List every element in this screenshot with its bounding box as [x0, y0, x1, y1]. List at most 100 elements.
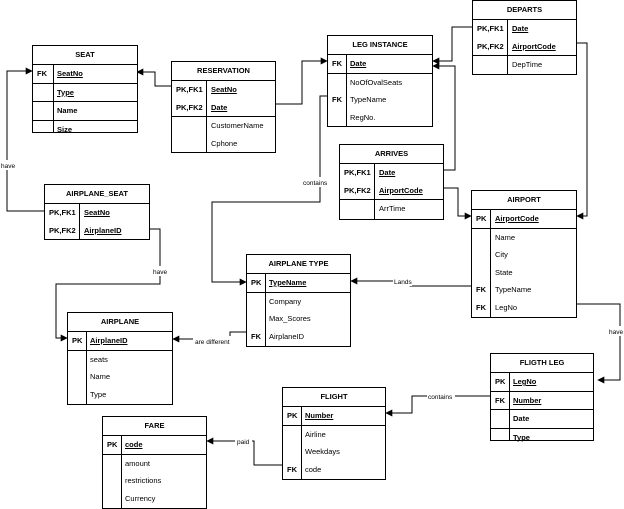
label-lands: Lands [394, 279, 412, 286]
field-airplaneid: AirplaneID [269, 331, 305, 341]
key-label: PK,FK1 [477, 24, 504, 33]
key-label: FK [37, 69, 47, 78]
entity-title: DEPARTS [473, 1, 576, 20]
label-have-1: have [1, 163, 15, 170]
field-airportcode: AirportCode [512, 41, 556, 51]
key-label: PK [287, 411, 298, 420]
field-seatno: SeatNo [57, 69, 83, 78]
field-date: Date [211, 102, 228, 112]
key-label: FK [251, 331, 261, 341]
field-airplaneid: AirplaneID [90, 336, 128, 345]
label-have-2: have [153, 269, 167, 276]
field-type: Type [57, 87, 74, 97]
field-deptime: DepTime [512, 60, 543, 69]
label-contains-1: contains [303, 180, 328, 187]
field-city: City [495, 250, 508, 259]
connector-flight-fare [206, 437, 282, 466]
connector-arrives-airport [444, 187, 472, 220]
field-seats: seats [90, 354, 108, 364]
entity-title: AIRPLANE_SEAT [45, 185, 149, 204]
field-date: Date [350, 59, 367, 68]
field-size: Size [57, 124, 73, 134]
key-label: PK,FK1 [176, 85, 203, 94]
key-label: FK [287, 464, 297, 474]
field-state: State [495, 267, 513, 277]
entity-title: FLIGTH LEG [491, 354, 593, 373]
key-label: PK [72, 336, 83, 345]
connector-departs-leg-instance [432, 26, 472, 65]
entity-seat[interactable]: SEAT FK SeatNo Type Name Size [32, 45, 138, 134]
field-name: Name [495, 232, 516, 242]
field-noofovalseats: NoOfOvalSeats [350, 77, 403, 87]
entity-leg-instance[interactable]: LEG INSTANCE FK Date NoOfOvalSeats FK Type… [327, 35, 433, 127]
field-typename: TypeName [269, 278, 307, 287]
key-label: PK,FK2 [176, 102, 203, 112]
key-label: FK [476, 285, 486, 294]
key-label: FK [332, 59, 342, 68]
field-type: Type [90, 389, 107, 399]
entity-title: ARRIVES [340, 145, 443, 164]
field-typename: TypeName [350, 95, 387, 104]
entity-title: LEG INSTANCE [328, 36, 432, 55]
field-airplaneid: AirplaneID [84, 225, 122, 235]
field-date: Date [513, 414, 530, 423]
field-cphone: Cphone [211, 138, 238, 148]
key-label: PK [107, 440, 118, 449]
key-label: FK [332, 95, 342, 104]
key-label: PK [251, 278, 262, 287]
key-label: FK [476, 302, 486, 312]
entity-airplane-seat[interactable]: AIRPLANE_SEAT PK,FK1 SeatNo PK,FK2 Airplan… [44, 184, 150, 240]
field-type: Type [513, 432, 530, 442]
entity-title: AIRPLANE [68, 313, 172, 332]
connector-airplane-seat-seat [6, 67, 44, 212]
entity-title: AIRPORT [472, 191, 576, 210]
key-label: FK [495, 395, 505, 405]
field-seatno: SeatNo [84, 208, 110, 217]
field-name: Name [57, 106, 78, 115]
connector-departs-airport [576, 42, 588, 220]
entity-airplane[interactable]: AIRPLANE PK AirplaneID seats Name Type [67, 312, 173, 405]
key-label: PK,FK2 [344, 185, 371, 195]
key-label: PK [476, 214, 487, 223]
field-code: code [305, 464, 322, 474]
label-are-different: are different [195, 339, 230, 346]
field-arrtime: ArrTime [379, 204, 406, 213]
label-contains-2: contains [428, 394, 453, 401]
label-have-3: have [609, 329, 623, 336]
field-airportcode: AirportCode [379, 185, 423, 195]
field-restrictions: restrictions [125, 476, 162, 485]
entity-title: SEAT [33, 46, 137, 65]
field-number: Number [305, 411, 334, 420]
connector-airport-flight-leg [577, 303, 621, 384]
key-label: PK,FK1 [49, 208, 76, 217]
connector-airplane-seat-airplane [55, 228, 161, 342]
connector-reservation-leg-instance [276, 57, 328, 105]
field-amount: amount [125, 458, 151, 468]
key-label: PK [495, 377, 506, 386]
field-customername: CustomerName [211, 121, 264, 130]
field-seatno: SeatNo [211, 85, 237, 94]
entity-title: FLIGHT [283, 388, 385, 407]
field-currency: Currency [125, 493, 156, 503]
field-weekdays: Weekdays [305, 447, 340, 456]
field-number: Number [513, 395, 542, 405]
field-max-scores: Max_Scores [269, 314, 311, 323]
field-name: Name [90, 372, 111, 381]
field-legno: LegNo [495, 302, 518, 312]
label-paid: paid [237, 439, 250, 446]
field-date: Date [379, 168, 396, 177]
key-label: PK,FK2 [49, 225, 76, 235]
connector-reservation-seat [136, 68, 171, 87]
key-label: PK,FK2 [477, 41, 504, 51]
connector-leg-instance-airplane-type [211, 95, 333, 286]
field-company: Company [269, 296, 302, 306]
